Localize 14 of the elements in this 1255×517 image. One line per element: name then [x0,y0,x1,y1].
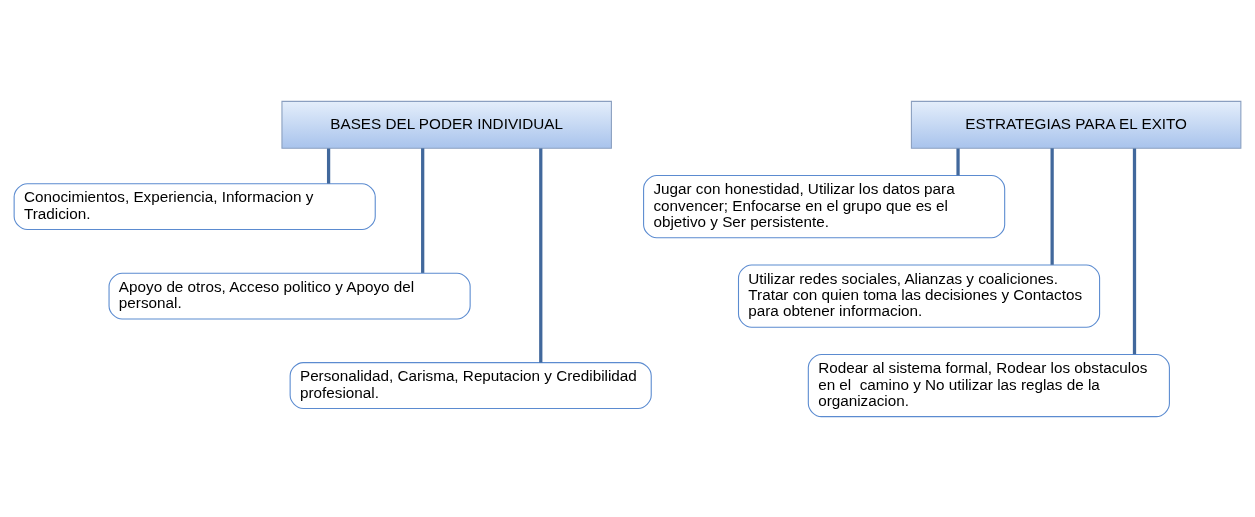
connector [956,148,960,175]
node-box: ESTRATEGIAS PARA EL EXITO [910,100,1242,149]
node-box: Rodear al sistema formal, Rodear los obstaculos en el camino y No utilizar las reglas de la organizacion. [807,353,1170,417]
connector [1132,147,1137,354]
node-box: BASES DEL PODER INDIVIDUAL [281,100,612,149]
connector [326,148,331,184]
node-box: Utilizar redes sociales, Alianzas y coaliciones. Tratar con quien toma las decisiones y Contactos para obtener informacion. [737,263,1101,328]
connector [539,147,543,363]
node-box: Conocimientos, Experiencia, Informacion y Tradicion. [13,182,376,230]
connector [1050,147,1054,265]
connector [421,147,425,273]
node-box: Apoyo de otros, Acceso politico y Apoyo del personal. [108,272,471,320]
node-box: Personalidad, Carisma, Reputacion y Credibilidad profesional. [289,361,652,409]
node-box: Jugar con honestidad, Utilizar los datos para convencer; Enfocarse en el grupo que es el objetivo y Ser persistente. [643,174,1006,238]
